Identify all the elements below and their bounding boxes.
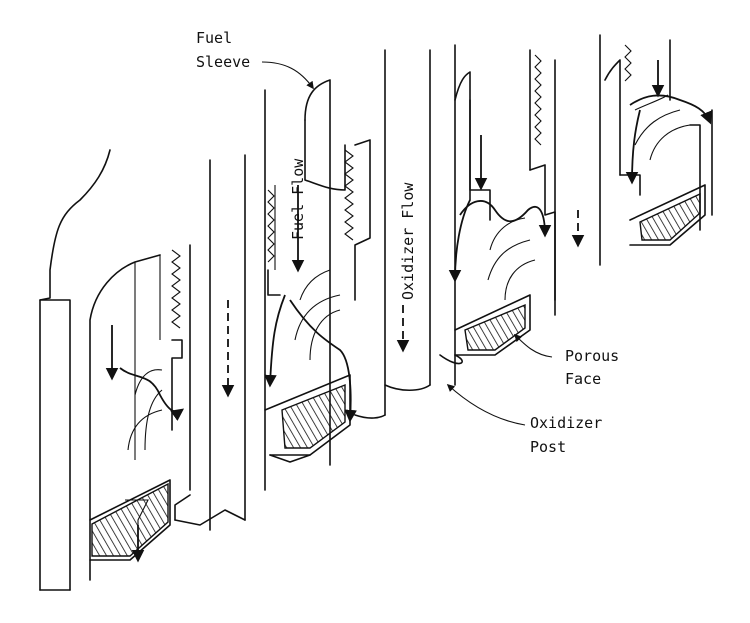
fuel-sleeve-label-line2: Sleeve: [196, 53, 250, 71]
porous-face-leader: [513, 333, 553, 358]
porous-face-label-line1: Porous: [565, 347, 619, 365]
injector-element-3: [439, 49, 556, 365]
porous-face-label-line2: Face: [565, 370, 601, 388]
oxidizer-post-label-line2: Post: [530, 438, 566, 456]
injector-element-1-wall: [174, 154, 246, 531]
oxidizer-post-label-line1: Oxidizer: [530, 414, 602, 432]
manifold-body: [39, 149, 111, 591]
oxidizer-post: [354, 44, 456, 419]
oxidizer-flow-label: Oxidizer Flow: [399, 182, 417, 300]
injector-element-2: [264, 79, 371, 491]
fuel-flow-label: Fuel Flow: [289, 158, 307, 240]
injector-element-1: [89, 244, 191, 581]
injector-element-4: [554, 34, 713, 301]
fuel-sleeve-leader: [261, 61, 314, 90]
fuel-sleeve-label-line1: Fuel: [196, 29, 232, 47]
oxidizer-post-leader: [446, 383, 526, 426]
